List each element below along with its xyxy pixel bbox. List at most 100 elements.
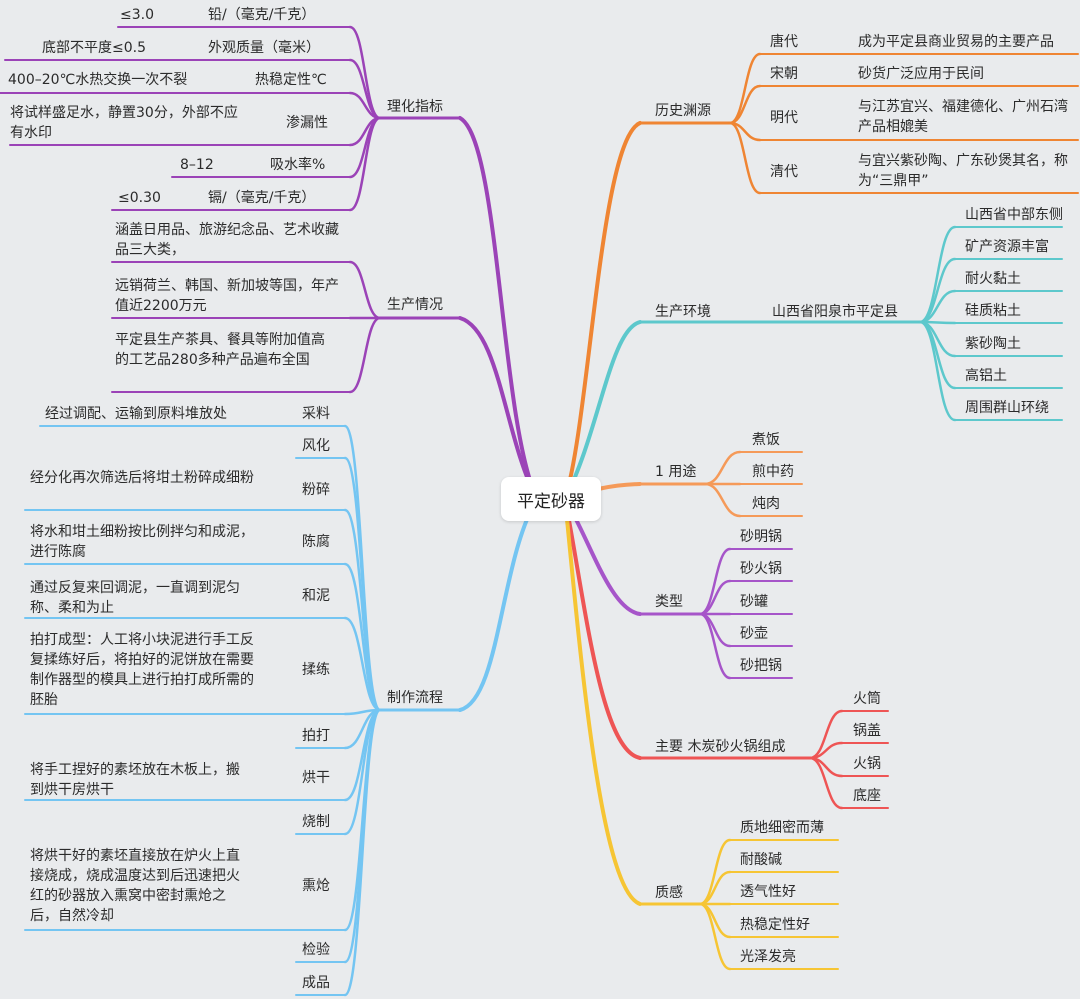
step-roulian-desc: 拍打成型：人工将小块泥进行手工反复揉练好后，将拍好的泥饼放在需要制作器型的模具上… [30, 632, 254, 708]
type-item-5[interactable]: 砂把锅 [740, 658, 782, 674]
type-item-1[interactable]: 砂明锅 [740, 529, 782, 545]
history-text-tang: 成为平定县商业贸易的主要产品 [858, 34, 1054, 50]
environment-item-1[interactable]: 山西省中部东侧 [965, 207, 1063, 223]
part-item-3[interactable]: 火锅 [853, 756, 881, 772]
link-lx-4 [698, 612, 732, 680]
step-jianyan[interactable]: 检验 [302, 942, 330, 958]
step-heni[interactable]: 和泥 [302, 588, 330, 604]
leak-label[interactable]: 渗漏性 [286, 115, 328, 131]
step-fensui-desc: 经分化再次筛选后将坩土粉碎成细粉 [30, 470, 254, 486]
branch-huanjing[interactable]: 生产环境 [655, 304, 711, 320]
link-zc-3 [808, 756, 844, 810]
branch-zhizuo[interactable]: 制作流程 [387, 690, 443, 706]
branch-zhigan[interactable]: 质感 [655, 885, 683, 901]
step-heni-desc: 通过反复来回调泥，一直调到泥匀称、柔和为止 [30, 580, 240, 616]
production-item-2[interactable]: 远销荷兰、韩国、新加坡等国，年产值近2200万元 [115, 278, 339, 314]
environment-item-5[interactable]: 紫砂陶土 [965, 336, 1021, 352]
flat-value: 底部不平度≤0.5 [42, 40, 146, 56]
texture-item-1[interactable]: 质地细密而薄 [740, 820, 824, 836]
step-cailiao[interactable]: 采料 [302, 406, 330, 422]
branch-lishi[interactable]: 历史渊源 [655, 103, 711, 119]
link-zz-1 [343, 456, 382, 712]
trunk-huanjing [563, 320, 642, 501]
history-text-song: 砂货广泛应用于民间 [858, 66, 984, 82]
step-xunqiang-desc: 将烘干好的素坯直接放在炉火上直接烧成，烧成温度达到后迅速把火红的砂器放入熏窝中密… [30, 848, 240, 924]
step-chenfu[interactable]: 陈腐 [302, 534, 330, 550]
step-fenghua[interactable]: 风化 [302, 438, 330, 454]
link-zz-4 [343, 616, 382, 712]
texture-item-5[interactable]: 光泽发亮 [740, 949, 796, 965]
link-zz-11 [343, 708, 382, 997]
trunk-zucheng [563, 497, 642, 760]
step-roulian[interactable]: 揉练 [302, 662, 330, 678]
environment-item-6[interactable]: 高铝土 [965, 368, 1007, 384]
lead-value: ≤3.0 [120, 7, 154, 23]
production-item-1[interactable]: 涵盖日用品、旅游纪念品、艺术收藏品三大类， [115, 222, 339, 258]
production-item-3[interactable]: 平定县生产茶具、餐具等附加值高的工艺品280多种产品遍布全国 [115, 332, 325, 368]
history-era-tang[interactable]: 唐代 [770, 34, 798, 50]
link-ls-3 [728, 121, 762, 195]
history-text-qing: 与宜兴紫砂陶、广东砂煲其名，称为“三鼎甲” [858, 153, 1068, 189]
history-text-ming: 与江苏宜兴、福建德化、广州石湾产品相媲美 [858, 99, 1068, 135]
step-chenfu-desc: 将水和坩土细粉按比例拌匀和成泥，进行陈腐 [30, 524, 254, 560]
type-item-2[interactable]: 砂火锅 [740, 561, 782, 577]
cd-value: ≤0.30 [118, 190, 161, 206]
branch-shengchan[interactable]: 生产情况 [387, 297, 443, 313]
part-item-1[interactable]: 火筒 [853, 691, 881, 707]
use-item-3[interactable]: 炖肉 [752, 496, 780, 512]
step-paida[interactable]: 拍打 [302, 728, 330, 744]
environment-item-7[interactable]: 周围群山环绕 [965, 400, 1049, 416]
leak-value: 将试样盛足水，静置30分，外部不应有水印 [10, 105, 238, 141]
history-era-ming[interactable]: 明代 [770, 110, 798, 126]
use-item-1[interactable]: 煮饭 [752, 432, 780, 448]
environment-place[interactable]: 山西省阳泉市平定县 [772, 304, 898, 320]
trunk-shengchan [458, 316, 539, 501]
environment-item-3[interactable]: 耐火黏土 [965, 271, 1021, 287]
trunk-lihua [458, 116, 539, 501]
link-yt-2 [703, 482, 742, 518]
branch-lihua[interactable]: 理化指标 [387, 99, 443, 115]
part-item-2[interactable]: 锅盖 [853, 723, 881, 739]
step-cailiao-desc: 经过调配、运输到原料堆放处 [45, 406, 227, 422]
absorb-label[interactable]: 吸水率% [270, 157, 326, 173]
texture-item-2[interactable]: 耐酸碱 [740, 852, 782, 868]
step-honggan-desc: 将手工捏好的素坯放在木板上，搬到烘干房烘干 [30, 762, 240, 798]
branch-leixing[interactable]: 类型 [655, 594, 683, 610]
history-era-qing[interactable]: 清代 [770, 164, 798, 180]
absorb-value: 8–12 [180, 157, 214, 173]
part-item-4[interactable]: 底座 [853, 788, 881, 804]
trunk-lishi [563, 121, 642, 501]
step-honggan[interactable]: 烘干 [302, 770, 330, 786]
link-zz-2 [343, 508, 382, 712]
branch-zucheng[interactable]: 主要 木炭砂火锅组成 [655, 739, 786, 755]
link-hj-6 [918, 320, 957, 422]
step-fensui[interactable]: 粉碎 [302, 482, 330, 498]
thermal-label[interactable]: 热稳定性℃ [255, 72, 327, 88]
link-lihua-5 [348, 116, 382, 212]
step-shaozhi[interactable]: 烧制 [302, 814, 330, 830]
texture-item-4[interactable]: 热稳定性好 [740, 917, 810, 933]
trunk-zhizuo [458, 497, 539, 712]
use-item-2[interactable]: 煎中药 [752, 464, 794, 480]
root-node[interactable]: 平定砂器 [501, 477, 601, 521]
trunk-zhigan [563, 497, 642, 906]
flat-label[interactable]: 外观质量（毫米） [208, 40, 320, 56]
link-yt-0 [703, 450, 742, 486]
texture-item-3[interactable]: 透气性好 [740, 884, 796, 900]
environment-item-2[interactable]: 矿产资源丰富 [965, 239, 1049, 255]
step-xunqiang[interactable]: 熏炝 [302, 878, 330, 894]
link-zz-3 [343, 562, 382, 712]
link-sc-0 [348, 260, 382, 320]
link-zg-4 [698, 902, 732, 971]
environment-item-4[interactable]: 硅质粘土 [965, 303, 1021, 319]
step-chengpin[interactable]: 成品 [302, 975, 330, 991]
history-era-song[interactable]: 宋朝 [770, 66, 798, 82]
cd-label[interactable]: 镉/（毫克/千克） [208, 190, 316, 206]
type-item-4[interactable]: 砂壶 [740, 626, 768, 642]
branch-yongtu[interactable]: 1 用途 [655, 464, 697, 480]
type-item-3[interactable]: 砂罐 [740, 594, 768, 610]
thermal-value: 400–20℃水热交换一次不裂 [8, 72, 188, 88]
link-ls-1 [728, 84, 762, 125]
lead-label[interactable]: 铅/（毫克/千克） [208, 7, 316, 23]
link-sc-2 [348, 316, 382, 394]
